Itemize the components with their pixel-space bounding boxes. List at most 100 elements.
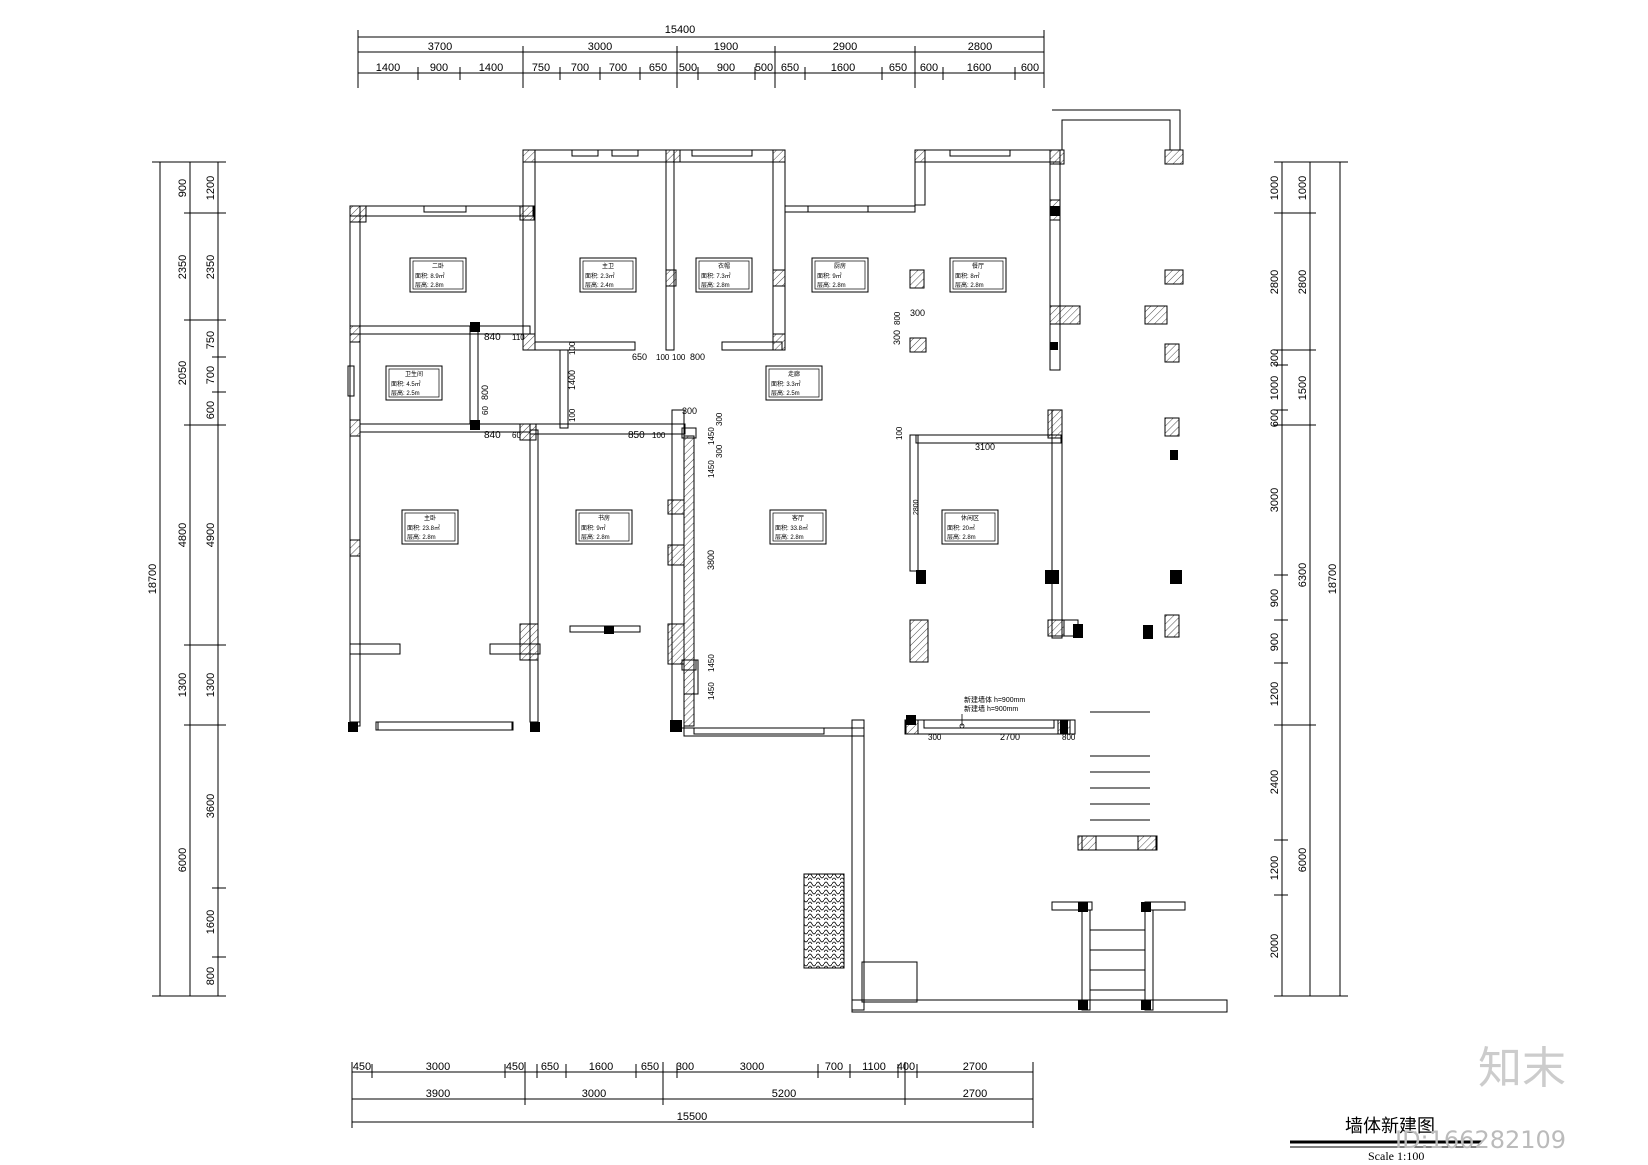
room-height: 层高: 2.8m [955, 281, 984, 289]
bottom-total-dim: 15500 [677, 1111, 708, 1123]
inner-dim: 100 [568, 408, 577, 422]
room-height: 层高: 2.5m [391, 389, 420, 397]
bottom-detail-dim: 400 [897, 1061, 915, 1073]
room-height: 层高: 2.8m [415, 281, 444, 289]
bottom-detail-dim: 300 [676, 1061, 694, 1073]
hatched-pillars [349, 149, 1184, 851]
top-detail-dim: 650 [781, 62, 799, 74]
room-area: 面积: 2.3㎡ [585, 272, 615, 280]
right-group-dim: 2800 [1297, 270, 1309, 294]
drawing-scale: Scale 1:100 [1368, 1149, 1424, 1163]
inner-dim: 100 [672, 353, 686, 362]
room-tag: 衣帽 面积: 7.3㎡ 层高: 2.8m [695, 257, 753, 293]
top-detail-dim: 600 [1021, 62, 1039, 74]
left-group-dim: 6000 [177, 848, 189, 872]
bottom-detail-dim: 450 [353, 1061, 371, 1073]
room-height: 层高: 2.5m [771, 389, 800, 397]
inner-dim: 60 [512, 431, 521, 440]
room-tag: 书房 面积: 9㎡ 层高: 2.8m [575, 509, 633, 545]
top-detail-dim: 700 [571, 62, 589, 74]
inner-dim: 800 [690, 352, 705, 362]
room-area: 面积: 23.8㎡ [407, 524, 440, 532]
top-detail-dim: 750 [532, 62, 550, 74]
watermark: 知末 ID:166282109 [1395, 1043, 1566, 1154]
right-total-dim: 18700 [1327, 564, 1339, 595]
bottom-group-dim: 3900 [426, 1088, 450, 1100]
right-detail-dim: 300 [1269, 349, 1281, 367]
room-tag: 客厅 面积: 33.8㎡ 层高: 2.8m [769, 509, 827, 545]
inner-dim: 100 [652, 431, 666, 440]
inner-dim: 300 [682, 406, 697, 416]
room-name: 主卧 [424, 514, 436, 522]
room-height: 层高: 2.8m [947, 533, 976, 541]
bottom-detail-dim: 2700 [963, 1061, 987, 1073]
note-line-2: 新建墙 h=900mm [964, 704, 1018, 713]
room-area: 面积: 3.3㎡ [771, 380, 801, 388]
left-total-dim: 18700 [147, 564, 159, 595]
right-detail-dim: 1200 [1269, 682, 1281, 706]
top-group-dim: 2900 [833, 41, 857, 53]
inner-dim: 800 [893, 311, 902, 325]
room-area: 面积: 4.5㎡ [391, 380, 421, 388]
right-group-dim: 1500 [1297, 376, 1309, 400]
inner-dim: 1450 [707, 682, 716, 700]
bottom-detail-dim: 3000 [740, 1061, 764, 1073]
top-dimension-labels: 15400 3700 3000 1900 2900 2800 1400 900 … [376, 24, 1039, 74]
left-group-dim: 900 [177, 179, 189, 197]
note-line-1: 新建墙体 h=900mm [964, 695, 1025, 704]
inner-dim: 800 [480, 385, 490, 400]
top-group-dim: 3000 [588, 41, 612, 53]
left-detail-dim: 800 [205, 967, 217, 985]
inner-dim: 1450 [707, 654, 716, 672]
room-name: 厨房 [834, 262, 846, 270]
room-name: 主卫 [602, 262, 614, 270]
bottom-dimension-chain [351, 1062, 1034, 1128]
top-total-dim: 15400 [665, 24, 696, 36]
walls [349, 109, 1228, 1013]
inner-dim: 3100 [975, 442, 995, 452]
left-detail-dim: 1300 [205, 673, 217, 697]
inner-dim: 1400 [567, 370, 577, 390]
left-detail-dim: 3600 [205, 794, 217, 818]
inner-dim: 800 [1062, 733, 1076, 742]
room-area: 面积: 8.9㎡ [415, 272, 445, 280]
room-tag: 餐厅 面积: 8㎡ 层高: 2.8m [949, 257, 1007, 293]
room-tag: 主卧 面积: 23.8㎡ 层高: 2.8m [401, 509, 459, 545]
bottom-detail-dim: 650 [641, 1061, 659, 1073]
top-detail-dim: 650 [649, 62, 667, 74]
right-detail-dim: 2000 [1269, 934, 1281, 958]
right-detail-dim: 1000 [1269, 376, 1281, 400]
room-area: 面积: 20㎡ [947, 524, 975, 532]
inner-dim: 2700 [1000, 732, 1020, 742]
top-detail-dim: 1400 [479, 62, 503, 74]
inner-dim: 650 [632, 352, 647, 362]
left-detail-dim: 1200 [205, 176, 217, 200]
room-name: 餐厅 [972, 262, 984, 270]
left-dimension-chain [152, 161, 226, 997]
room-tag: 厨房 面积: 9㎡ 层高: 2.8m [811, 257, 869, 293]
bottom-detail-dim: 650 [541, 1061, 559, 1073]
top-detail-dim: 500 [679, 62, 697, 74]
left-group-dim: 1300 [177, 673, 189, 697]
inner-dim: 100 [568, 341, 577, 355]
windows [347, 149, 1055, 969]
top-dimension-chain [357, 30, 1045, 88]
left-detail-dim: 700 [205, 366, 217, 384]
bottom-dimension-labels: 450 3000 450 650 1600 650 300 3000 700 1… [353, 1061, 987, 1123]
room-tag: 主卫 面积: 2.3㎡ 层高: 2.4m [579, 257, 637, 293]
top-detail-dim: 1400 [376, 62, 400, 74]
room-name: 卫生间 [405, 370, 423, 378]
room-name: 二卧 [432, 262, 444, 270]
inner-dim: 300 [892, 330, 902, 345]
right-detail-dim: 900 [1269, 589, 1281, 607]
inner-dimensions: 840 110 840 60 850 100 650 100 100 800 1… [480, 308, 1076, 742]
inner-dim: 300 [715, 444, 724, 458]
left-group-dim: 4800 [177, 523, 189, 547]
bottom-group-dim: 2700 [963, 1088, 987, 1100]
left-detail-dim: 1600 [205, 910, 217, 934]
right-group-dim: 1000 [1297, 176, 1309, 200]
right-detail-dim: 2800 [1269, 270, 1281, 294]
left-group-dim: 2050 [177, 361, 189, 385]
room-height: 层高: 2.8m [817, 281, 846, 289]
